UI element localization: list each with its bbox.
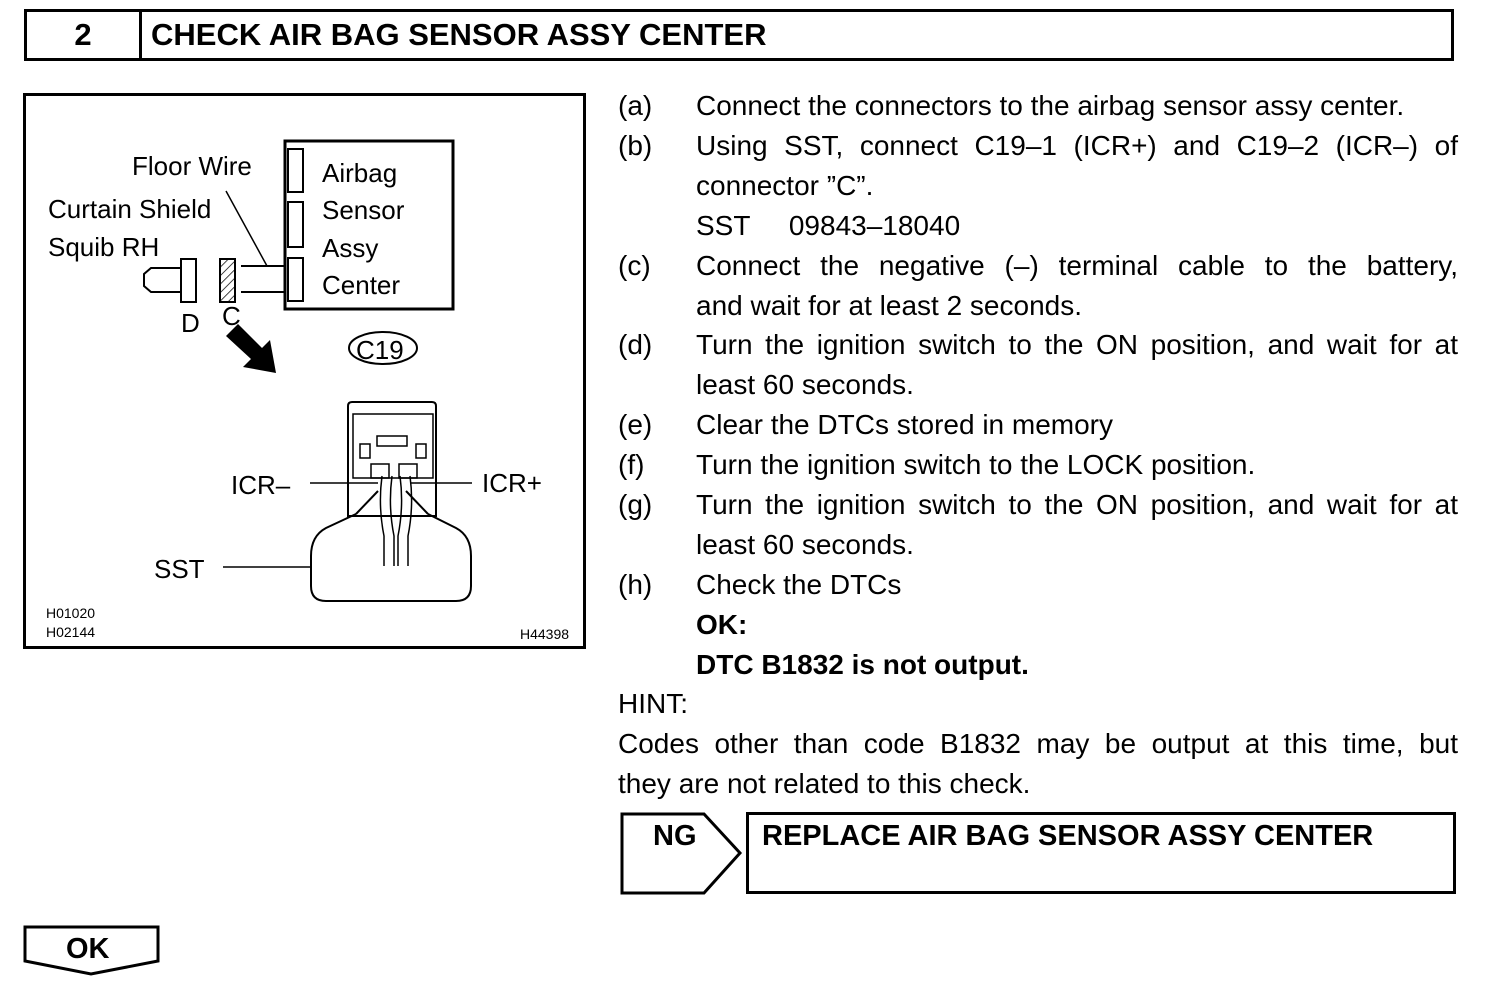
connector-diagram: Floor Wire Curtain Shield Squib RH Airba… [23,93,586,649]
ng-arrow-box [620,812,743,895]
step-title: CHECK AIR BAG SENSOR ASSY CENTER [151,17,767,52]
ng-action-text: REPLACE AIR BAG SENSOR ASSY CENTER [762,820,1374,852]
sst-tool [310,513,472,602]
center-label: Center [322,270,401,300]
ng-label: NG [653,820,697,852]
sst-number: SST 09843–18040 [696,210,961,241]
step-text: and wait for at least 2 seconds. [696,290,1082,321]
c19-label: C19 [356,335,404,365]
step-text: least 60 seconds. [696,369,914,400]
sensor-box [283,139,455,311]
connector-d-label: D [181,308,200,338]
icr-plus-label: ICR+ [482,468,542,498]
figure-code: H44398 [520,626,570,642]
step-text: Check the DTCs [696,569,902,600]
step-letter: (a) [618,90,653,121]
step-number: 2 [27,12,142,58]
step-letter: (e) [618,409,653,440]
sst-label: SST [154,554,205,584]
diagram-drawing [143,139,472,602]
step-letter: (c) [618,250,651,281]
step-letter: (b) [618,130,653,161]
ok-branch-label: OK [66,933,110,965]
step-text: Connect the connectors to the airbag sen… [696,90,1405,121]
curtain-shield-label: Curtain Shield [48,194,212,224]
assy-label: Assy [322,233,379,263]
step-text: connector ”C”. [696,170,874,201]
hint-label: HINT: [618,688,688,719]
sensor-slot [287,257,304,302]
sensor-slot [287,201,304,248]
hint-text: they are not related to this check. [618,768,1031,799]
step-letter: (f) [618,449,645,480]
arrow-icon [226,324,276,373]
squib-rh-label: Squib RH [48,232,160,262]
sensor-label: Sensor [322,195,405,225]
connector-c-label: C [222,301,241,331]
sensor-slot [287,148,304,193]
step-text: Clear the DTCs stored in memory [696,409,1114,440]
figure-code: H02144 [46,624,96,640]
icr-minus-label: ICR– [231,470,291,500]
step-letter: (g) [618,489,653,520]
step-text: Turn the ignition switch to the LOCK pos… [696,449,1256,480]
c19-ellipse [348,331,418,365]
airbag-label: Airbag [322,158,398,188]
step-letter: (d) [618,329,653,360]
connector-d [180,258,197,303]
step-text: Connect the negative (–) terminal cable … [696,250,1458,281]
figure-code: H01020 [46,605,96,621]
step-text: least 60 seconds. [696,529,914,560]
step-text: Turn the ignition switch to the ON posit… [696,329,1458,360]
step-text: Turn the ignition switch to the ON posit… [696,489,1458,520]
step-letter: (h) [618,569,653,600]
step-text: Using SST, connect C19–1 (ICR+) and C19–… [696,130,1458,161]
connector-c [219,258,236,303]
step-header: 2 CHECK AIR BAG SENSOR ASSY CENTER [24,9,1454,61]
ok-arrow-box [23,925,160,976]
floor-wire-label: Floor Wire [132,151,252,181]
hint-text: Codes other than code B1832 may be outpu… [618,728,1458,759]
ng-action-box [746,812,1456,894]
squib-plug [143,267,181,293]
